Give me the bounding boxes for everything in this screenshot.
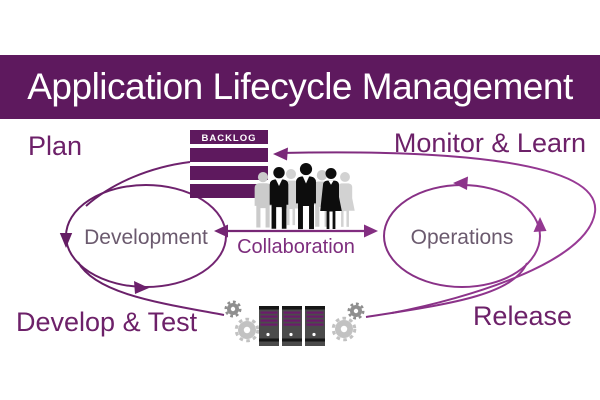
team-silhouettes-icon <box>254 163 355 230</box>
develop-test-label: Develop & Test <box>16 307 198 337</box>
person-silhouette-front <box>296 163 316 230</box>
backlog-title: BACKLOG <box>201 133 256 144</box>
backlog-bar <box>190 184 268 198</box>
gear-icon <box>234 317 260 343</box>
person-silhouette-back <box>254 172 272 228</box>
backlog-bar <box>190 166 268 180</box>
arrowhead-backlog <box>273 147 288 161</box>
shirt-detail <box>275 179 283 186</box>
page-title: Application Lifecycle Management <box>27 66 573 107</box>
plan-label: Plan <box>28 131 82 161</box>
collaboration-arrow <box>214 224 378 238</box>
shirt-detail <box>328 180 334 185</box>
arrowhead-dev-bottom <box>134 281 149 294</box>
arrowhead-ops-top <box>453 176 468 190</box>
monitor-learn-curve <box>279 151 597 314</box>
gear-icon <box>347 302 365 320</box>
backlog-bar <box>190 130 268 144</box>
title-banner: Application Lifecycle Management <box>0 55 600 119</box>
gear-icon <box>224 300 242 318</box>
arrowhead-ops-right <box>533 217 547 232</box>
development-label: Development <box>84 226 208 249</box>
server-tower <box>282 306 302 346</box>
server-tower <box>305 306 325 346</box>
backlog-list-icon: BACKLOG <box>190 130 268 198</box>
operations-label: Operations <box>411 226 514 249</box>
arrowhead-dev-left <box>59 233 73 248</box>
plan-curve <box>85 161 191 207</box>
develop-test-curve <box>77 261 225 316</box>
monitor-learn-label: Monitor & Learn <box>394 128 586 158</box>
shirt-detail <box>302 176 310 184</box>
collaboration-label: Collaboration <box>237 236 355 258</box>
backlog-bar <box>190 148 268 162</box>
release-label: Release <box>473 301 572 331</box>
server-tower <box>259 306 279 346</box>
server-rack-icon <box>224 300 365 346</box>
gear-icon <box>331 316 357 342</box>
person-silhouette-front <box>269 167 289 229</box>
